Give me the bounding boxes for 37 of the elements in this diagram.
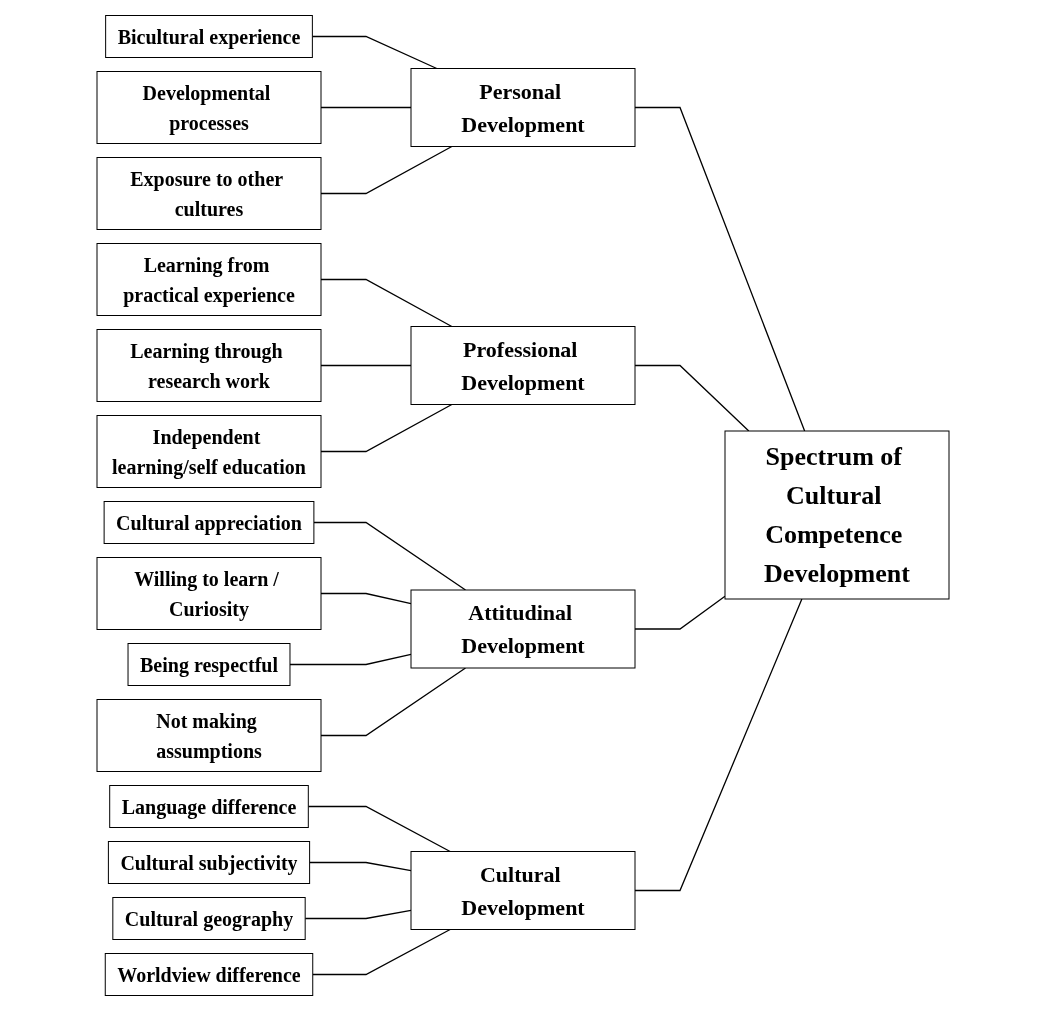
connector (320, 145, 453, 195)
connector (634, 595, 726, 630)
node-box: Developmental processes (96, 71, 322, 144)
connector (304, 909, 412, 920)
connector (634, 364, 750, 432)
node-box: Cultural subjectivity (107, 841, 311, 884)
node-box: Not making assumptions (96, 699, 322, 772)
node-box: Spectrum of Cultural Competence Development (724, 430, 950, 600)
node-box: Professional Development (410, 326, 636, 405)
connector (634, 598, 803, 892)
connector (320, 106, 412, 109)
connector (313, 521, 467, 591)
connector (311, 35, 438, 70)
connector (320, 364, 412, 367)
connector (312, 928, 451, 976)
node-box: Independent learning/self education (96, 415, 322, 488)
connector (308, 861, 412, 872)
node-box: Bicultural experience (105, 15, 313, 58)
node-box: Learning through research work (96, 329, 322, 402)
node-box: Learning from practical experience (96, 243, 322, 316)
connector (289, 653, 412, 666)
node-box: Being respectful (127, 643, 291, 686)
node-box: Worldview difference (104, 953, 314, 996)
node-box: Personal Development (410, 68, 636, 147)
connector (634, 106, 806, 432)
connector (320, 278, 453, 328)
connector (307, 805, 451, 853)
node-box: Cultural appreciation (103, 501, 315, 544)
connector (320, 592, 412, 605)
node-box: Language difference (109, 785, 309, 828)
connector (320, 667, 467, 737)
node-box: Cultural Development (410, 851, 636, 930)
node-box: Exposure to other cultures (96, 157, 322, 230)
node-box: Attitudinal Development (410, 589, 636, 669)
node-box: Willing to learn / Curiosity (96, 557, 322, 630)
node-box: Cultural geography (112, 897, 306, 940)
connector (320, 403, 453, 453)
